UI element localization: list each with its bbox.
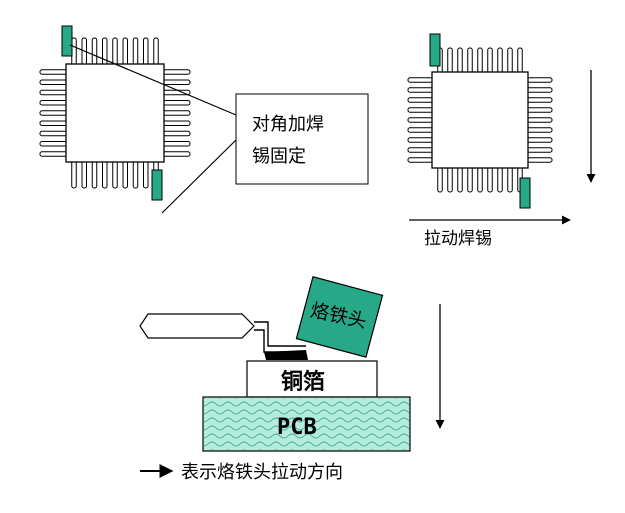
chip-lead-bottom: [112, 160, 118, 189]
chip-lead-right: [526, 117, 553, 123]
copper-foil: [246, 360, 378, 398]
chip-lead-bottom: [457, 166, 463, 193]
chip-lead-left: [39, 69, 68, 75]
chip-lead-bottom: [143, 160, 149, 189]
chip-lead-bottom: [91, 160, 98, 189]
callout-pointer-top: [69, 44, 237, 116]
chip-lead-top: [91, 37, 98, 66]
chip-lead-left: [39, 110, 68, 116]
tack-solder-bottom-right-2: [519, 177, 531, 209]
chip-lead-left: [407, 77, 434, 83]
pcb-label: PCB: [277, 415, 317, 440]
chip-lead-right: [162, 120, 191, 126]
iron-tip: [295, 275, 384, 358]
chip-lead-left: [407, 97, 434, 103]
chip-lead-left: [39, 141, 68, 147]
chip-lead-bottom: [122, 160, 128, 189]
chip-lead-right: [526, 87, 553, 93]
chip-lead-top: [143, 37, 149, 66]
chip-lead-bottom: [477, 166, 483, 193]
tack-solder-top-left: [61, 25, 73, 57]
chip-lead-top: [153, 37, 159, 66]
chip-lead-top: [507, 47, 513, 74]
chip-lead-bottom: [437, 166, 443, 193]
solder-on-pad: [264, 350, 308, 360]
chip-lead-left: [407, 147, 434, 153]
copper-label: 铜箔: [281, 369, 325, 395]
chip-lead-left: [407, 87, 434, 93]
chip-body: [431, 71, 529, 169]
chip-lead-bottom: [447, 166, 453, 193]
callout-line-2: 锡固定: [252, 146, 306, 167]
chip-lead-left: [407, 117, 434, 123]
chip-lead-top: [112, 37, 118, 66]
iron-handle: [139, 313, 255, 339]
chip-lead-bottom: [467, 166, 473, 193]
chip-lead-left: [39, 120, 68, 126]
chip-lead-left: [407, 137, 434, 143]
chip-lead-left: [39, 89, 68, 96]
drag-label: 拉动焊锡: [424, 229, 492, 249]
chip-lead-bottom: [81, 160, 87, 189]
chip-lead-right: [162, 69, 191, 75]
chip-lead-right: [162, 141, 191, 147]
tack-solder-top-left-2: [429, 33, 441, 67]
chip-lead-top: [122, 37, 128, 66]
chip-lead-left: [407, 157, 434, 163]
chip-lead-top: [447, 47, 453, 74]
chip-lead-left: [407, 127, 434, 133]
tack-solder-bottom-right: [151, 169, 163, 201]
chip-lead-right: [162, 130, 191, 137]
chip-lead-right: [526, 147, 553, 153]
chip-lead-left: [39, 130, 68, 137]
chip-lead-left: [407, 107, 434, 113]
chip-lead-top: [497, 47, 503, 74]
chip-lead-right: [526, 107, 553, 113]
legend: 表示烙铁头拉动方向: [140, 462, 343, 483]
step3-group: 烙铁头 铜箔 PCB: [139, 275, 445, 452]
chip-lead-right: [162, 151, 191, 157]
chip-lead-right: [162, 100, 191, 106]
chip-lead-top: [457, 47, 463, 74]
chip-lead-top: [487, 47, 493, 74]
chip-lead-bottom: [132, 160, 139, 189]
legend-text: 表示烙铁头拉动方向: [181, 462, 343, 483]
chip-lead-bottom: [71, 160, 77, 189]
callout-line-1: 对角加焊: [252, 114, 324, 135]
chip-lead-bottom: [487, 166, 493, 193]
chip-body: [65, 63, 165, 163]
qfp-chip-2: [407, 47, 553, 193]
qfp-chip-1: [39, 37, 191, 189]
chip-lead-right: [526, 127, 553, 133]
chip-lead-top: [477, 47, 483, 74]
chip-lead-right: [526, 97, 553, 103]
step1-group: 对角加焊 锡固定: [39, 25, 369, 214]
chip-lead-bottom: [102, 160, 108, 189]
chip-lead-bottom: [507, 166, 513, 193]
chip-lead-left: [39, 100, 68, 106]
pcb-wave-pattern: [204, 398, 409, 450]
step2-group: 拉动焊锡: [407, 33, 596, 249]
chip-lead-right: [526, 77, 553, 83]
chip-lead-right: [526, 137, 553, 143]
chip-lead-right: [526, 157, 553, 163]
chip-lead-top: [467, 47, 473, 74]
chip-lead-right: [162, 110, 191, 116]
chip-lead-left: [39, 79, 68, 85]
chip-lead-left: [39, 151, 68, 157]
chip-lead-top: [132, 37, 139, 66]
chip-lead-right: [162, 79, 191, 85]
callout-box: [235, 93, 369, 185]
chip-lead-bottom: [497, 166, 503, 193]
callout-pointer-bottom: [161, 139, 237, 214]
chip-lead-top: [517, 47, 523, 74]
